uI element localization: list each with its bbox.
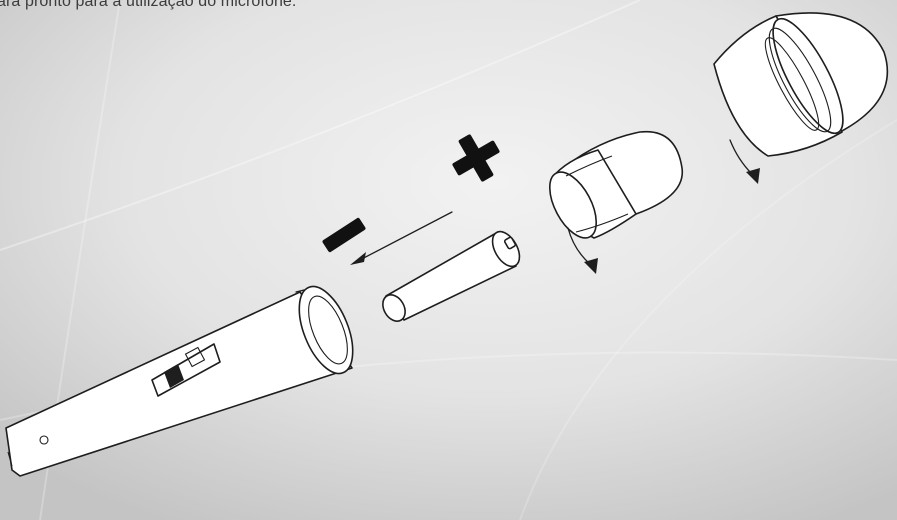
microphone-inner-cap: [540, 132, 682, 246]
battery: [378, 227, 525, 325]
microphone-grille-head: [714, 10, 887, 156]
plus-sign-icon: [443, 125, 509, 191]
minus-sign-icon: [322, 217, 367, 253]
microphone-handle: [6, 279, 364, 476]
arrow-left-icon: [350, 212, 452, 265]
